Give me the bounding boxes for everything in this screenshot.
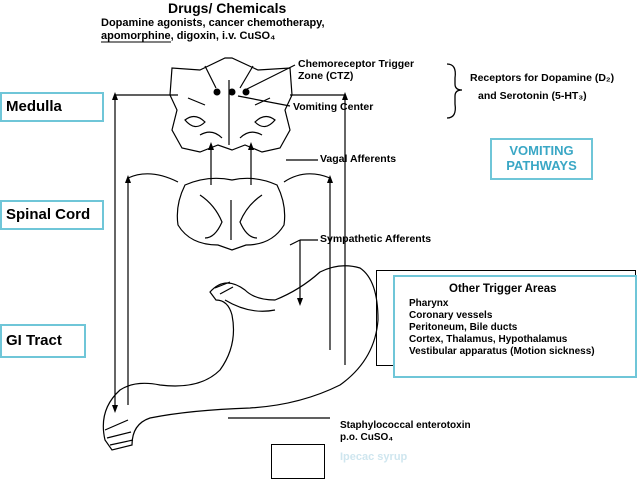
label-receptors-line-2: and Serotonin (5-HT₃) — [478, 90, 587, 102]
other-trigger-item: Cortex, Thalamus, Hypothalamus — [409, 334, 568, 345]
other-trigger-item: Coronary vessels — [409, 310, 493, 321]
label-sympathetic-afferents: Sympathetic Afferents — [320, 233, 432, 245]
label-vagal-afferents: Vagal Afferents — [320, 153, 397, 165]
vomiting-pathways-line-2: PATHWAYS — [506, 158, 577, 173]
other-trigger-item: Pharynx — [409, 298, 449, 309]
other-triggers-box: Other Trigger Areas Pharynx Coronary ves… — [393, 275, 637, 378]
label-receptors-line-1: Receptors for Dopamine (D₂) — [470, 72, 615, 84]
label-ipecac: Ipecac syrup — [340, 451, 408, 463]
label-toxin-line-2: p.o. CuSO₄ — [340, 432, 394, 443]
medulla-outline — [169, 57, 293, 153]
receptors-brace — [446, 63, 463, 119]
other-trigger-item: Peritoneum, Bile ducts — [409, 322, 518, 333]
ipecac-blank-box — [271, 444, 325, 479]
header-line-2-rest: , digoxin, i.v. CuSO₄ — [170, 30, 276, 42]
label-ctz-line-1: Chemoreceptor Trigger — [298, 58, 415, 70]
header-apomorphine: apomorphine — [101, 30, 171, 42]
label-toxin-line-1: Staphylococcal enterotoxin — [340, 420, 471, 431]
header-line-1: Dopamine agonists, cancer chemotherapy, — [101, 17, 325, 29]
header-title: Drugs/ Chemicals — [168, 0, 287, 16]
region-spinal-cord: Spinal Cord — [0, 200, 104, 230]
region-gi-tract: GI Tract — [0, 324, 86, 358]
spinal-cord-outline — [176, 177, 286, 251]
other-triggers-title: Other Trigger Areas — [449, 283, 557, 295]
other-trigger-item: Vestibular apparatus (Motion sickness) — [409, 346, 595, 357]
stomach-outline — [102, 265, 379, 451]
header-line-2: apomorphine, digoxin, i.v. CuSO₄ — [101, 30, 275, 42]
vomiting-pathways-box: VOMITING PATHWAYS — [490, 138, 593, 180]
region-medulla: Medulla — [0, 92, 104, 122]
label-vomiting-center: Vomiting Center — [293, 101, 374, 113]
vomiting-pathways-line-1: VOMITING — [509, 143, 574, 158]
label-ctz-line-2: Zone (CTZ) — [298, 70, 354, 82]
